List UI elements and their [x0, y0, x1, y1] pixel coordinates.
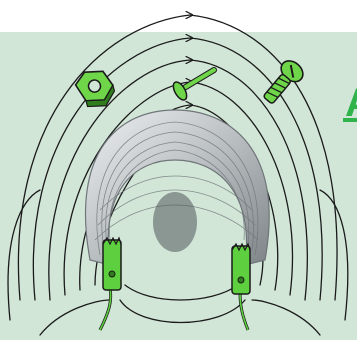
green-panel	[0, 32, 357, 340]
top-white-band	[0, 0, 357, 32]
title-underline	[343, 118, 357, 122]
